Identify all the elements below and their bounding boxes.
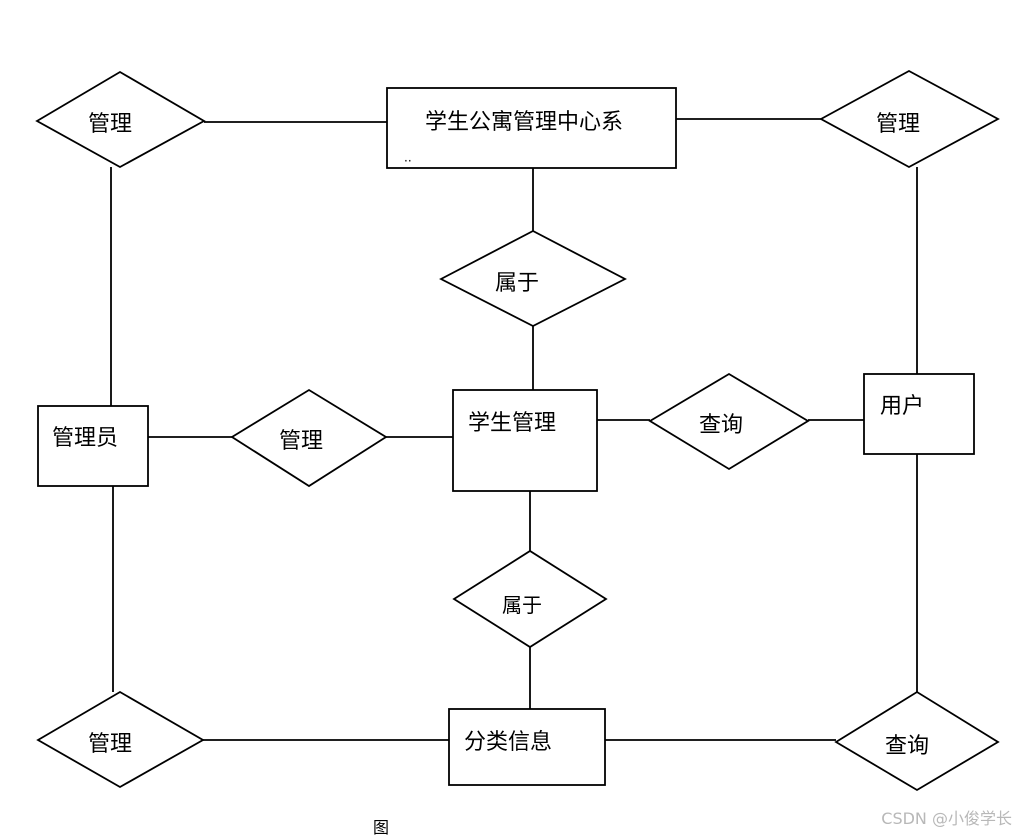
entity-category: 分类信息 xyxy=(448,708,606,786)
relation-belongs-top: 属于 xyxy=(439,229,627,328)
relation-query-middle-label: 查询 xyxy=(699,413,743,438)
relation-manage-top-left-label: 管理 xyxy=(88,112,132,137)
relation-manage-top-left: 管理 xyxy=(35,70,206,169)
entity-category-label: 分类信息 xyxy=(464,730,552,755)
relation-manage-middle: 管理 xyxy=(230,388,388,488)
entity-user: 用户 xyxy=(863,373,975,455)
relation-belongs-top-label: 属于 xyxy=(495,271,539,296)
caption: 图 xyxy=(373,818,389,836)
entity-system: 学生公寓管理中心系 ·· xyxy=(386,87,677,169)
relation-query-bottom-right-label: 查询 xyxy=(885,734,929,759)
edges xyxy=(110,118,918,741)
entity-admin: 管理员 xyxy=(37,405,149,487)
relation-manage-top-right: 管理 xyxy=(819,69,1000,169)
entity-system-overflow: ·· xyxy=(404,154,412,168)
caption-text: 图 xyxy=(373,818,389,836)
entity-student-management-label: 学生管理 xyxy=(468,411,556,436)
entity-system-label: 学生公寓管理中心系 xyxy=(425,110,623,135)
relation-query-bottom-right: 查询 xyxy=(834,690,1000,792)
relation-manage-bottom-left: 管理 xyxy=(36,690,205,789)
watermark: CSDN @小俊学长 xyxy=(881,809,1012,828)
relation-belongs-bottom-label: 属于 xyxy=(502,593,542,617)
relation-manage-top-right-label: 管理 xyxy=(876,112,920,137)
relation-manage-bottom-left-label: 管理 xyxy=(88,732,132,757)
entity-user-label: 用户 xyxy=(880,394,924,419)
relation-belongs-bottom: 属于 xyxy=(452,549,608,649)
relation-manage-middle-label: 管理 xyxy=(279,429,323,454)
entity-admin-label: 管理员 xyxy=(52,426,118,451)
relation-query-middle: 查询 xyxy=(648,372,810,471)
entity-student-management: 学生管理 xyxy=(452,389,598,492)
